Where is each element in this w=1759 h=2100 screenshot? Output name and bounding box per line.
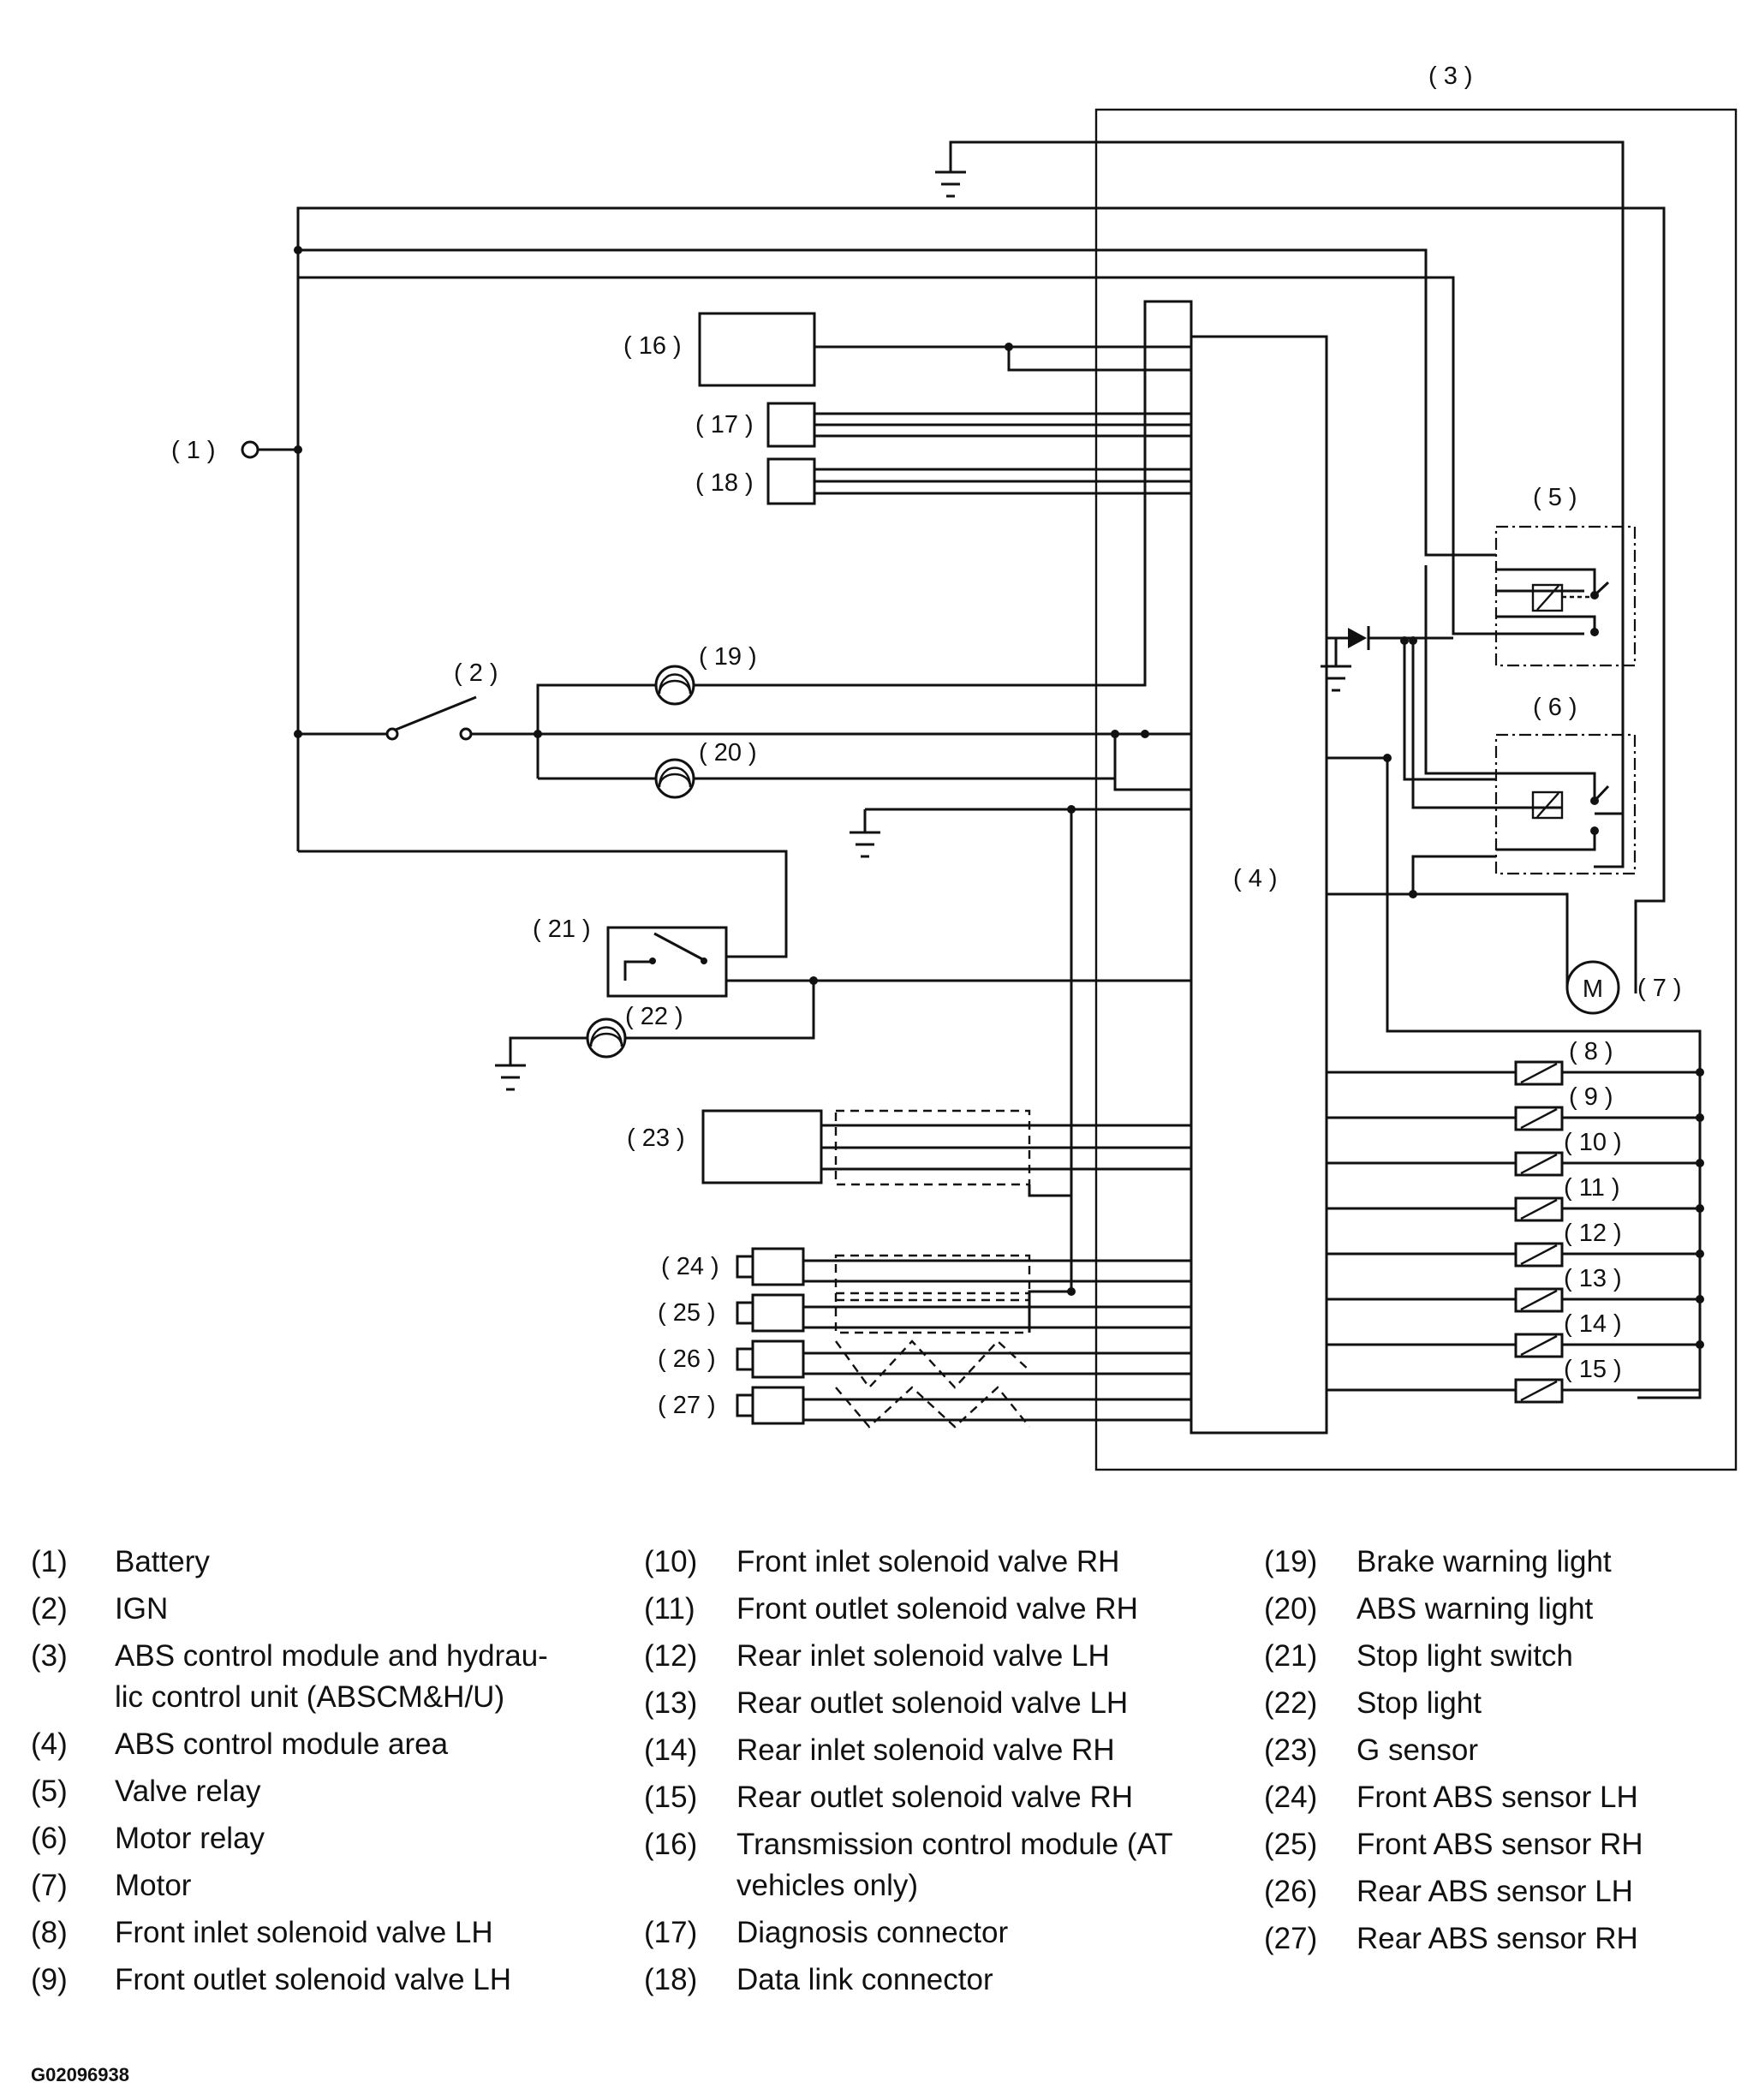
legend-item: (8)Front inlet solenoid valve LH <box>31 1916 493 1949</box>
legend-item: (1)Battery <box>31 1545 210 1578</box>
label-6: ( 6 ) <box>1533 694 1577 721</box>
legend-column-1: (1)Battery (2)IGN (3)ABS control module … <box>31 1542 613 2007</box>
label-18: ( 18 ) <box>695 469 754 497</box>
legend-item: (3)ABS control module and hydrau-lic con… <box>31 1639 548 1714</box>
legend-item: (24)Front ABS sensor LH <box>1264 1781 1638 1814</box>
legend-item: (5)Valve relay <box>31 1775 261 1808</box>
label-26: ( 26 ) <box>658 1345 716 1373</box>
legend-item: (11)Front outlet solenoid valve RH <box>644 1592 1138 1626</box>
legend-item: (15)Rear outlet solenoid valve RH <box>644 1781 1134 1814</box>
label-7: ( 7 ) <box>1637 975 1682 1002</box>
label-11: ( 11 ) <box>1564 1174 1620 1202</box>
legend-item: (20)ABS warning light <box>1264 1592 1594 1626</box>
label-25: ( 25 ) <box>658 1299 716 1327</box>
tcm-box <box>698 312 816 387</box>
motor-relay <box>1494 733 1637 875</box>
label-9: ( 9 ) <box>1569 1083 1613 1111</box>
legend-item: (2)IGN <box>31 1592 169 1626</box>
legend-item: (22)Stop light <box>1264 1686 1482 1720</box>
label-16: ( 16 ) <box>623 332 682 360</box>
legend-item: (12)Rear inlet solenoid valve LH <box>644 1639 1110 1673</box>
label-12: ( 12 ) <box>1564 1220 1622 1247</box>
label-17: ( 17 ) <box>695 411 754 438</box>
valve-relay <box>1494 525 1637 667</box>
legend-column-2: (10)Front inlet solenoid valve RH (11)Fr… <box>644 1542 1226 2007</box>
legend-item: (6)Motor relay <box>31 1822 265 1855</box>
label-10: ( 10 ) <box>1564 1129 1622 1156</box>
label-19: ( 19 ) <box>699 643 757 671</box>
legend-item: (17)Diagnosis connector <box>644 1916 1009 1949</box>
solenoid-valves <box>1327 1060 1704 1404</box>
legend-item: (9)Front outlet solenoid valve LH <box>31 1963 512 1996</box>
diode-icon <box>1348 628 1367 648</box>
label-27: ( 27 ) <box>658 1392 716 1419</box>
label-15: ( 15 ) <box>1564 1356 1622 1383</box>
label-1: ( 1 ) <box>171 437 216 464</box>
legend-item: (4)ABS control module area <box>31 1727 449 1761</box>
legend-item: (23)G sensor <box>1264 1733 1478 1767</box>
legend-item: (27)Rear ABS sensor RH <box>1264 1922 1638 1955</box>
legend-item: (18)Data link connector <box>644 1963 993 1996</box>
label-2: ( 2 ) <box>454 659 498 687</box>
abs-control-module-area <box>1190 335 1328 1435</box>
legend-item: (7)Motor <box>31 1869 192 1902</box>
legend-column-3: (19)Brake warning light (20)ABS warning … <box>1264 1542 1744 1966</box>
battery-terminal <box>241 440 259 459</box>
label-14: ( 14 ) <box>1564 1310 1622 1338</box>
legend-item: (26)Rear ABS sensor LH <box>1264 1875 1633 1908</box>
label-22: ( 22 ) <box>625 1003 683 1030</box>
abscm-hu-frame <box>1094 108 1738 1471</box>
label-23: ( 23 ) <box>627 1125 685 1152</box>
document-code: G02096938 <box>31 2064 129 2085</box>
legend-item: (13)Rear outlet solenoid valve LH <box>644 1686 1129 1720</box>
legend-item: (21)Stop light switch <box>1264 1639 1573 1673</box>
motor-icon <box>1565 960 1620 1015</box>
g-sensor-box <box>701 1109 823 1184</box>
legend-item: (19)Brake warning light <box>1264 1545 1612 1578</box>
data-link-connector <box>766 457 816 505</box>
label-3: ( 3 ) <box>1428 63 1473 90</box>
label-5: ( 5 ) <box>1533 484 1577 511</box>
diagnosis-connector <box>766 402 816 448</box>
legend: (1)Battery (2)IGN (3)ABS control module … <box>0 1542 1759 2021</box>
main-bus <box>296 206 1666 993</box>
abs-sensors <box>736 1247 1191 1429</box>
label-21: ( 21 ) <box>533 916 591 943</box>
label-13: ( 13 ) <box>1564 1265 1622 1292</box>
label-4: ( 4 ) <box>1233 865 1278 892</box>
legend-item: (14)Rear inlet solenoid valve RH <box>644 1733 1115 1767</box>
ign-switch-icon <box>395 695 477 731</box>
label-24: ( 24 ) <box>661 1253 719 1280</box>
label-20: ( 20 ) <box>699 739 757 767</box>
label-8: ( 8 ) <box>1569 1038 1613 1065</box>
legend-item: (25)Front ABS sensor RH <box>1264 1828 1643 1861</box>
motor-symbol: M <box>1583 975 1603 1003</box>
abs-wiring-diagram: M <box>171 63 1738 1471</box>
legend-item: (10)Front inlet solenoid valve RH <box>644 1545 1120 1578</box>
